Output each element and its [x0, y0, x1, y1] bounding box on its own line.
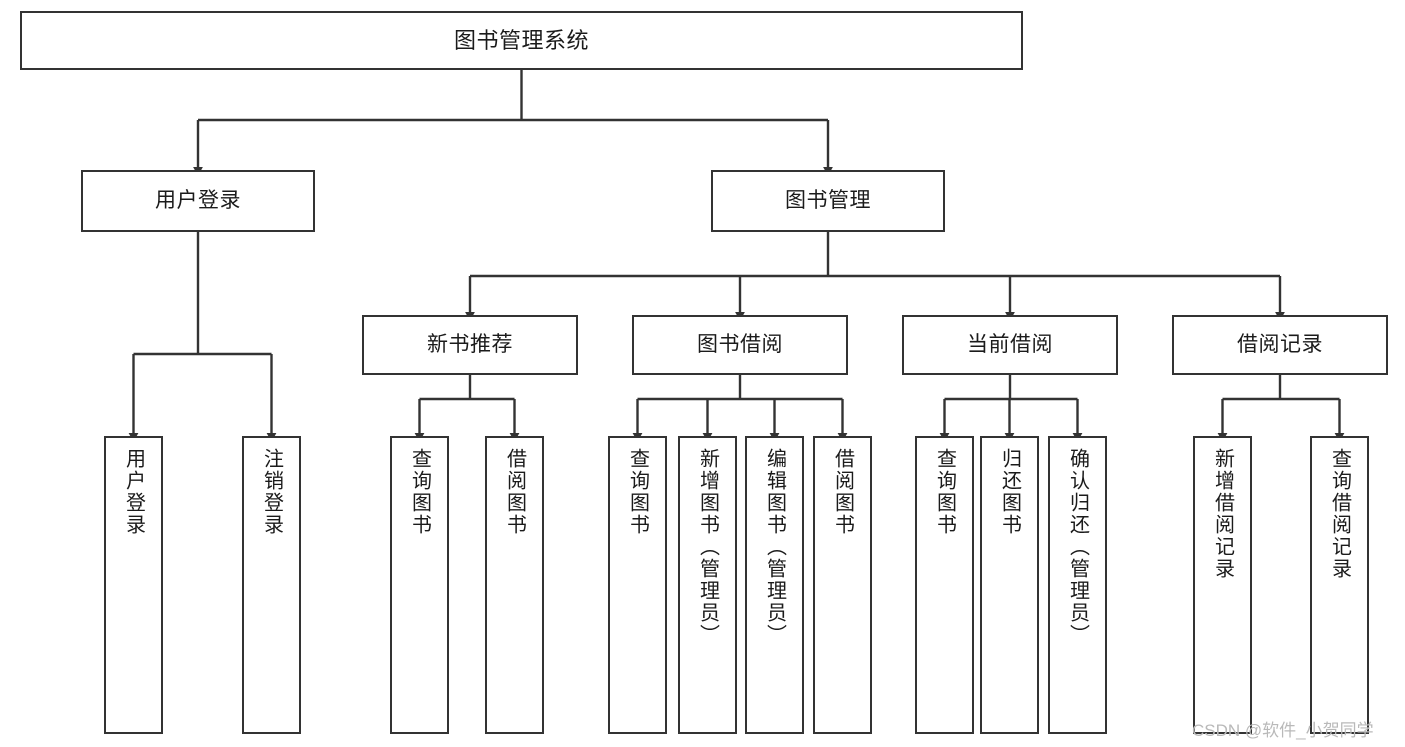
node-leaf-borrow-book-2[interactable]: 借阅图书	[813, 436, 872, 734]
csdn-watermark: CSDN @软件_小贺同学	[1192, 721, 1374, 740]
node-label: 图书借阅	[697, 332, 783, 356]
node-leaf-edit-book[interactable]: 编辑图书（管理员）	[745, 436, 804, 734]
node-label: 注销登录	[260, 448, 283, 536]
node-label: 编辑图书（管理员）	[763, 448, 786, 646]
node-label: 新书推荐	[427, 332, 513, 356]
node-label: 借阅记录	[1237, 332, 1323, 356]
node-label: 当前借阅	[967, 332, 1053, 356]
node-current-borrow[interactable]: 当前借阅	[902, 315, 1118, 375]
node-user-login[interactable]: 用户登录	[81, 170, 315, 232]
node-label: 查询图书	[933, 448, 956, 536]
node-new-book-rec[interactable]: 新书推荐	[362, 315, 578, 375]
node-label: 新增图书（管理员）	[696, 448, 719, 646]
node-leaf-query-book-1[interactable]: 查询图书	[390, 436, 449, 734]
node-label: 用户登录	[122, 448, 145, 536]
node-root[interactable]: 图书管理系统	[20, 11, 1023, 70]
node-leaf-logout[interactable]: 注销登录	[242, 436, 301, 734]
node-label: 借阅图书	[503, 448, 526, 536]
node-book-borrow[interactable]: 图书借阅	[632, 315, 848, 375]
node-leaf-query-record[interactable]: 查询借阅记录	[1310, 436, 1369, 734]
node-leaf-user-login[interactable]: 用户登录	[104, 436, 163, 734]
node-leaf-add-record[interactable]: 新增借阅记录	[1193, 436, 1252, 734]
node-leaf-confirm-return[interactable]: 确认归还（管理员）	[1048, 436, 1107, 734]
node-label: 借阅图书	[831, 448, 854, 536]
node-label: 归还图书	[998, 448, 1021, 536]
node-leaf-borrow-book-1[interactable]: 借阅图书	[485, 436, 544, 734]
node-leaf-query-book-2[interactable]: 查询图书	[608, 436, 667, 734]
node-label: 查询图书	[626, 448, 649, 536]
node-label: 用户登录	[155, 188, 241, 212]
node-label: 查询图书	[408, 448, 431, 536]
node-borrow-record[interactable]: 借阅记录	[1172, 315, 1388, 375]
node-book-manage[interactable]: 图书管理	[711, 170, 945, 232]
node-leaf-add-book[interactable]: 新增图书（管理员）	[678, 436, 737, 734]
node-label: 图书管理系统	[453, 27, 589, 53]
node-label: 新增借阅记录	[1211, 448, 1234, 580]
node-label: 确认归还（管理员）	[1066, 448, 1089, 646]
node-label: 查询借阅记录	[1328, 448, 1351, 580]
node-leaf-query-book-3[interactable]: 查询图书	[915, 436, 974, 734]
node-label: 图书管理	[785, 188, 871, 212]
node-leaf-return-book[interactable]: 归还图书	[980, 436, 1039, 734]
